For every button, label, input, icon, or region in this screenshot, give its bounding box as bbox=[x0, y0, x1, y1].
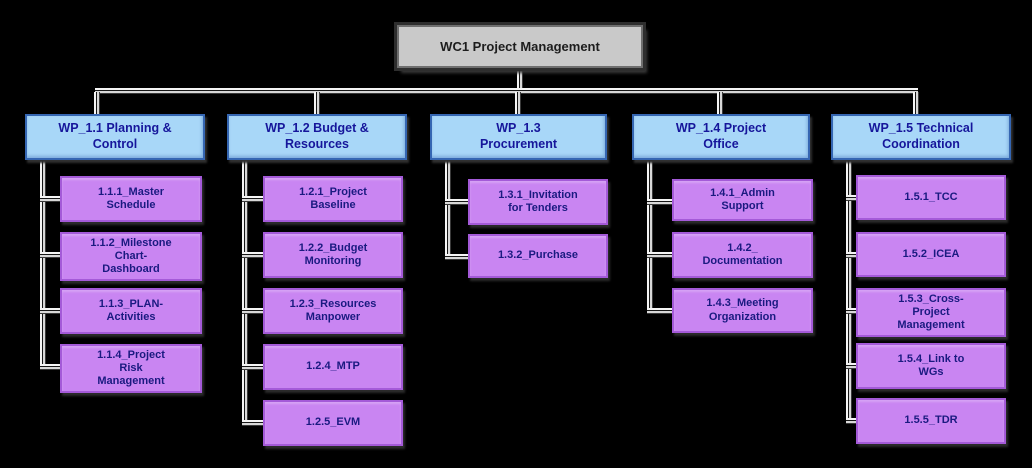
wbs-item-1-5-4: 1.5.4_Link to WGs bbox=[856, 343, 1006, 389]
wp-header-1-2: WP_1.2 Budget & Resources bbox=[227, 114, 407, 160]
wbs-item-1-5-2-label: 1.5.2_ICEA bbox=[902, 247, 960, 260]
wp-header-1-5: WP_1.5 Technical Coordination bbox=[831, 114, 1011, 160]
wbs-item-1-4-1: 1.4.1_Admin Support bbox=[672, 179, 813, 221]
wbs-item-1-1-3: 1.1.3_PLAN- Activities bbox=[60, 288, 202, 334]
connector-drop-wp13 bbox=[515, 92, 521, 116]
wbs-item-1-2-3: 1.2.3_Resources Manpower bbox=[263, 288, 403, 334]
wbs-item-1-2-4-label: 1.2.4_MTP bbox=[306, 360, 360, 373]
connector-spine-wp11 bbox=[40, 160, 46, 370]
wbs-item-1-1-2: 1.1.2_Milestone Chart- Dashboard bbox=[60, 232, 202, 281]
wbs-item-1-4-3-label: 1.4.3_Meeting Organization bbox=[706, 297, 779, 323]
connector-stub-153 bbox=[846, 308, 858, 314]
wbs-item-1-3-2: 1.3.2_Purchase bbox=[468, 234, 608, 278]
wbs-item-1-5-3-label: 1.5.3_Cross- Project Management bbox=[897, 292, 965, 332]
wbs-item-1-2-5-label: 1.2.5_EVM bbox=[305, 416, 361, 429]
wbs-item-1-1-1: 1.1.1_Master Schedule bbox=[60, 176, 202, 222]
connector-drop-wp14 bbox=[717, 92, 723, 116]
connector-stub-122 bbox=[242, 252, 265, 258]
connector-stub-131 bbox=[445, 199, 470, 205]
connector-stub-152 bbox=[846, 252, 858, 258]
connector-spine-wp14 bbox=[647, 160, 653, 314]
wbs-item-1-1-1-label: 1.1.1_Master Schedule bbox=[97, 185, 165, 211]
connector-drop-wp11 bbox=[94, 92, 100, 116]
wbs-item-1-2-1: 1.2.1_Project Baseline bbox=[263, 176, 403, 222]
wbs-item-1-5-5: 1.5.5_TDR bbox=[856, 398, 1006, 444]
connector-drop-wp12 bbox=[314, 92, 320, 116]
connector-spine-wp12 bbox=[242, 160, 248, 426]
wbs-item-1-3-1: 1.3.1_Invitation for Tenders bbox=[468, 179, 608, 225]
connector-stub-112 bbox=[40, 252, 62, 258]
connector-stub-151 bbox=[846, 195, 858, 201]
wbs-item-1-4-2-label: 1.4.2_ Documentation bbox=[702, 241, 783, 267]
wbs-item-1-5-1: 1.5.1_TCC bbox=[856, 175, 1006, 220]
connector-stub-143 bbox=[647, 308, 674, 314]
wp-header-1-1-label: WP_1.1 Planning & Control bbox=[58, 121, 172, 151]
connector-root-drop bbox=[517, 66, 523, 90]
wp-header-1-3-label: WP_1.3 Procurement bbox=[479, 121, 558, 151]
wbs-item-1-1-4-label: 1.1.4_Project Risk Management bbox=[97, 348, 165, 388]
root-node-label: WC1 Project Management bbox=[440, 39, 600, 54]
wbs-item-1-1-4: 1.1.4_Project Risk Management bbox=[60, 344, 202, 393]
wp-header-1-3: WP_1.3 Procurement bbox=[430, 114, 607, 160]
wbs-item-1-2-1-label: 1.2.1_Project Baseline bbox=[299, 185, 367, 211]
wbs-item-1-1-2-label: 1.1.2_Milestone Chart- Dashboard bbox=[90, 236, 172, 276]
connector-stub-154 bbox=[846, 363, 858, 369]
wbs-item-1-2-3-label: 1.2.3_Resources Manpower bbox=[289, 297, 377, 323]
connector-stub-142 bbox=[647, 252, 674, 258]
wbs-item-1-5-5-label: 1.5.5_TDR bbox=[904, 414, 958, 427]
connector-stub-121 bbox=[242, 196, 265, 202]
wp-header-1-4: WP_1.4 Project Office bbox=[632, 114, 810, 160]
wbs-item-1-2-2-label: 1.2.2_Budget Monitoring bbox=[298, 241, 368, 267]
wbs-item-1-5-2: 1.5.2_ICEA bbox=[856, 232, 1006, 277]
connector-bus bbox=[95, 88, 918, 94]
connector-drop-wp15 bbox=[913, 92, 919, 116]
wbs-item-1-2-4: 1.2.4_MTP bbox=[263, 344, 403, 390]
connector-spine-wp13 bbox=[445, 160, 451, 260]
connector-stub-155 bbox=[846, 418, 858, 424]
wp-header-1-4-label: WP_1.4 Project Office bbox=[675, 121, 767, 151]
wbs-item-1-3-2-label: 1.3.2_Purchase bbox=[497, 249, 579, 262]
connector-stub-113 bbox=[40, 308, 62, 314]
connector-stub-114 bbox=[40, 364, 62, 370]
wp-header-1-2-label: WP_1.2 Budget & Resources bbox=[265, 121, 369, 151]
wbs-item-1-1-3-label: 1.1.3_PLAN- Activities bbox=[98, 297, 164, 323]
root-node-wc1: WC1 Project Management bbox=[397, 25, 643, 68]
connector-stub-124 bbox=[242, 364, 265, 370]
wbs-item-1-4-1-label: 1.4.1_Admin Support bbox=[710, 186, 775, 212]
wbs-item-1-5-4-label: 1.5.4_Link to WGs bbox=[897, 352, 965, 378]
connector-stub-132 bbox=[445, 254, 470, 260]
wbs-item-1-4-2: 1.4.2_ Documentation bbox=[672, 232, 813, 278]
connector-stub-125 bbox=[242, 420, 265, 426]
wp-header-1-1: WP_1.1 Planning & Control bbox=[25, 114, 205, 160]
wbs-item-1-3-1-label: 1.3.1_Invitation for Tenders bbox=[498, 188, 578, 214]
wp-header-1-5-label: WP_1.5 Technical Coordination bbox=[868, 121, 974, 151]
connector-spine-wp15 bbox=[846, 160, 852, 424]
connector-stub-123 bbox=[242, 308, 265, 314]
wbs-item-1-2-2: 1.2.2_Budget Monitoring bbox=[263, 232, 403, 278]
wbs-item-1-2-5: 1.2.5_EVM bbox=[263, 400, 403, 446]
wbs-item-1-5-1-label: 1.5.1_TCC bbox=[904, 190, 958, 203]
connector-stub-141 bbox=[647, 199, 674, 205]
wbs-item-1-5-3: 1.5.3_Cross- Project Management bbox=[856, 288, 1006, 337]
connector-stub-111 bbox=[40, 196, 62, 202]
wbs-item-1-4-3: 1.4.3_Meeting Organization bbox=[672, 288, 813, 333]
